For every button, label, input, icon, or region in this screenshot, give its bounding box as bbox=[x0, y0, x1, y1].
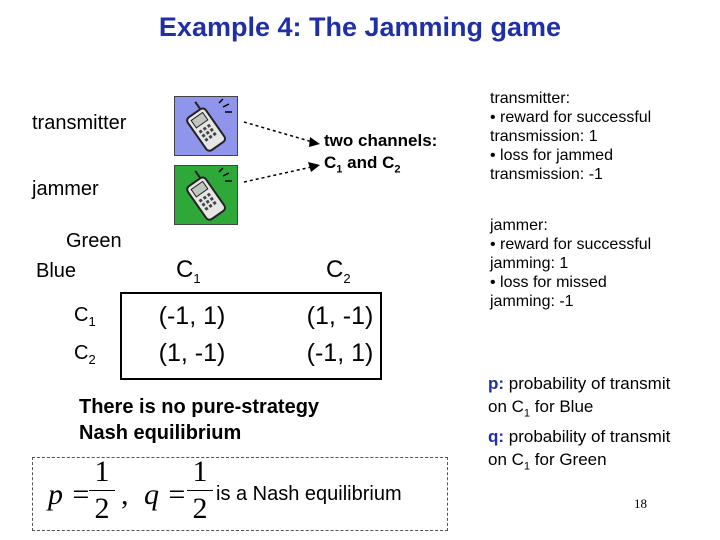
p-definition: p: probability of transmit bbox=[488, 374, 671, 393]
transmitter-info-line: transmitter: bbox=[490, 90, 571, 107]
col-header-c2: C2 bbox=[326, 256, 351, 286]
jammer-arrow bbox=[243, 165, 317, 183]
q-definition: q: probability of transmit bbox=[488, 427, 671, 447]
no-pure-line2: Nash equilibrium bbox=[79, 422, 242, 444]
transmitter-label: transmitter bbox=[32, 112, 127, 134]
transmitter-arrow bbox=[243, 121, 317, 144]
table-bottom-border bbox=[120, 378, 382, 380]
page-number: 18 bbox=[634, 496, 647, 511]
channels-line2: C1 and C2 bbox=[324, 153, 401, 176]
nash-equilibrium-text: is a Nash equilibrium bbox=[216, 483, 402, 505]
p-equals: p = bbox=[48, 478, 91, 511]
row-header-c1: C1 bbox=[74, 304, 96, 329]
payoff-cell-c2-c1: (1, -1) bbox=[158, 339, 226, 367]
column-player-label: Green bbox=[66, 230, 122, 252]
payoff-cell-c1-c2: (1, -1) bbox=[306, 302, 374, 330]
nash-equilibrium-box bbox=[32, 457, 448, 531]
channels-line1: two channels: bbox=[324, 131, 438, 150]
jammer-info-line: • loss for missed bbox=[490, 274, 607, 291]
transmitter-info-line: • loss for jammed bbox=[490, 147, 613, 164]
transmitter-arrowhead bbox=[309, 137, 320, 147]
row-player-label: Blue bbox=[36, 260, 77, 282]
jammer-phone-icon bbox=[174, 165, 238, 225]
slide-title: Example 4: The Jamming game bbox=[158, 12, 562, 42]
transmitter-info-line: transmission: 1 bbox=[490, 128, 598, 145]
col-header-c1: C1 bbox=[176, 256, 201, 286]
jammer-info-line: • reward for successful bbox=[490, 236, 652, 253]
q-definition-line2: on C1 for Green bbox=[488, 450, 607, 473]
jammer-info-line: jamming: 1 bbox=[490, 255, 569, 272]
table-left-border bbox=[120, 292, 122, 380]
q-equals: q = bbox=[144, 478, 187, 511]
jammer-info-line: jamming: -1 bbox=[490, 293, 574, 310]
transmitter-info-line: transmission: -1 bbox=[490, 166, 603, 183]
transmitter-info-line: • reward for successful bbox=[490, 109, 652, 126]
channels-label: two channels: C1 and C2 bbox=[324, 130, 437, 180]
no-pure-line1: There is no pure-strategy bbox=[79, 396, 320, 418]
jammer-arrowhead bbox=[308, 162, 320, 172]
fraction-separator: , bbox=[121, 478, 129, 511]
transmitter-info: transmitter: • reward for successful tra… bbox=[490, 89, 651, 184]
payoff-cell-c2-c2: (-1, 1) bbox=[306, 339, 374, 367]
row-header-c2: C2 bbox=[74, 342, 96, 367]
jammer-label: jammer bbox=[32, 178, 99, 200]
no-pure-strategy-note: There is no pure-strategy Nash equilibri… bbox=[79, 394, 319, 446]
jammer-info: jammer: • reward for successful jamming:… bbox=[490, 216, 651, 311]
probability-definitions: p: probability of transmit on C1 for Blu… bbox=[488, 372, 670, 479]
table-right-border bbox=[380, 292, 382, 380]
payoff-cell-c1-c1: (-1, 1) bbox=[158, 302, 226, 330]
table-top-border bbox=[120, 292, 382, 294]
signal-arrows bbox=[243, 121, 320, 183]
p-definition-line2: on C1 for Blue bbox=[488, 397, 594, 420]
jammer-info-line: jammer: bbox=[490, 217, 548, 234]
transmitter-phone-icon bbox=[174, 96, 238, 156]
